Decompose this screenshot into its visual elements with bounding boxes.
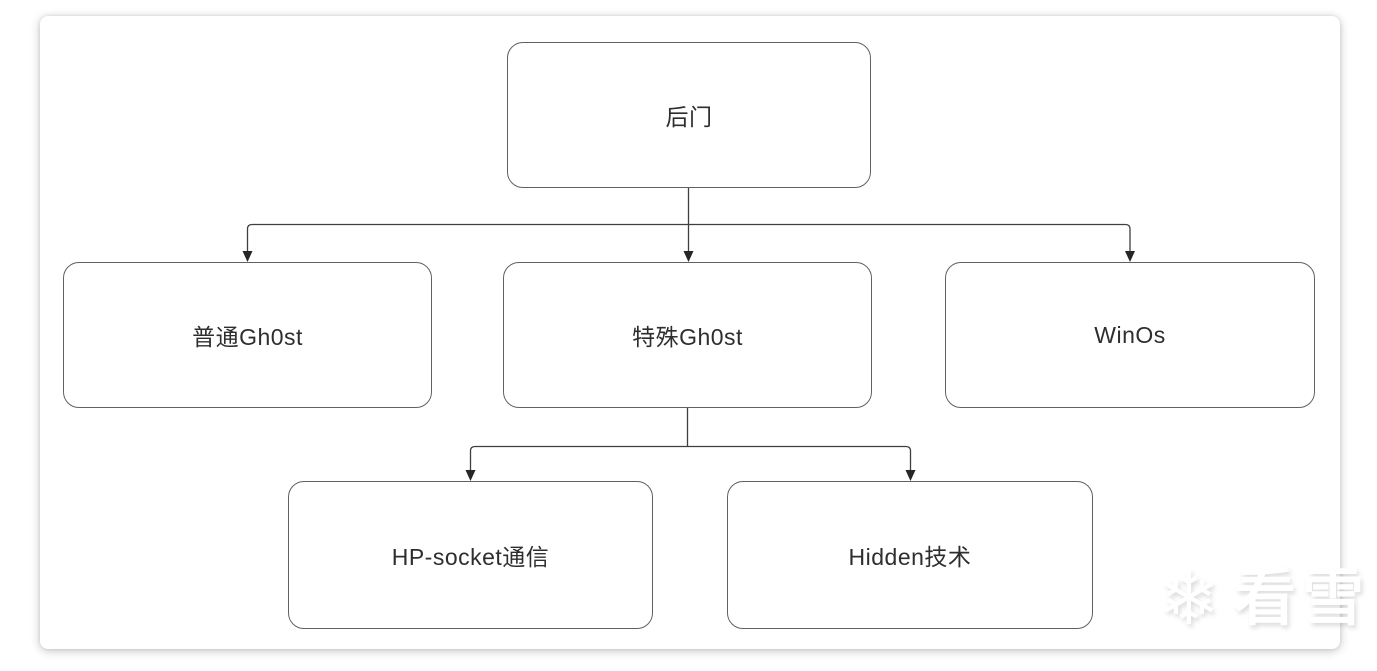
node-hp-socket-label: HP-socket通信 (391, 544, 550, 570)
node-special-gh0st: 特殊Gh0st (503, 262, 872, 408)
kanxue-watermark: ❄ 看雪 (1158, 562, 1370, 636)
node-backdoor-label: 后门 (665, 104, 713, 130)
node-winos: WinOs (945, 262, 1315, 408)
node-hp-socket: HP-socket通信 (288, 481, 653, 629)
node-ordinary-gh0st: 普通Gh0st (63, 262, 432, 408)
node-ordinary-gh0st-label: 普通Gh0st (192, 324, 303, 350)
node-hidden-tech: Hidden技术 (727, 481, 1093, 629)
node-winos-label: WinOs (1094, 321, 1166, 348)
node-backdoor: 后门 (507, 42, 871, 188)
watermark-text: 看雪 (1234, 564, 1371, 633)
snowflake-icon: ❄ (1158, 557, 1221, 640)
node-hidden-tech-label: Hidden技术 (848, 544, 972, 570)
node-special-gh0st-label: 特殊Gh0st (632, 324, 743, 350)
